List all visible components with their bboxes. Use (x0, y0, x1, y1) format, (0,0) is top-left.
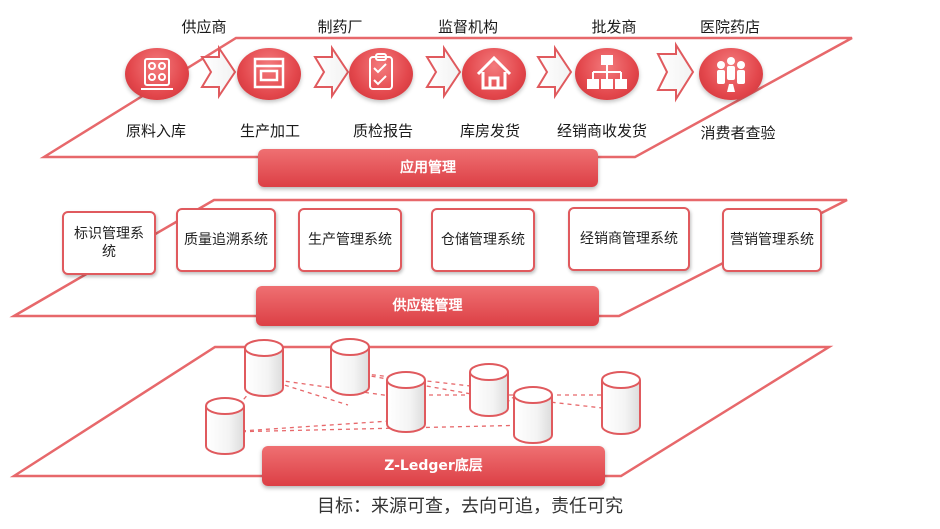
system-box: 营销管理系统 (722, 208, 822, 272)
system-box: 经销商管理系统 (568, 207, 690, 271)
supply-chain-management-bar: 供应链管理 (256, 286, 599, 326)
ledger-nodes (205, 338, 641, 455)
system-box: 生产管理系统 (298, 208, 402, 272)
stage-top-label: 批发商 (591, 18, 637, 36)
node-cylinder (386, 371, 426, 433)
arrow-5 (656, 41, 695, 103)
stage-top-label: 制药厂 (317, 18, 363, 36)
goal-caption: 目标：来源可查，去向可追，责任可究 (317, 496, 623, 517)
node-cylinder (205, 397, 245, 455)
flow-arrows (200, 41, 695, 103)
house-icon (462, 48, 526, 100)
node-cylinder (601, 371, 641, 435)
clipboard-check-icon (349, 48, 413, 100)
arrow-3 (425, 44, 462, 100)
stage-bottom-label: 生产加工 (239, 122, 301, 140)
warehouse-grid-icon (125, 48, 189, 100)
system-box: 仓储管理系统 (431, 208, 535, 272)
arrow-2 (313, 44, 350, 100)
stage-bottom-label: 原料入库 (125, 122, 187, 140)
stage-top-label: 供应商 (181, 18, 227, 36)
arrow-4 (536, 44, 573, 100)
application-management-bar: 应用管理 (258, 149, 598, 187)
stage-bottom-label: 经销商收发货 (556, 122, 648, 140)
node-cylinder (244, 339, 284, 397)
node-cylinder (469, 363, 509, 417)
stage-top-label: 医院药店 (699, 18, 761, 36)
ledger-network-lines (225, 371, 621, 433)
system-box: 质量追溯系统 (176, 208, 276, 272)
stage-bottom-label: 库房发货 (459, 122, 521, 140)
stage-bottom-label: 质检报告 (352, 122, 414, 140)
node-cylinder (330, 338, 370, 396)
people-group-icon (699, 48, 763, 100)
stage-bottom-label: 消费者查验 (700, 124, 776, 142)
system-box: 标识管理系统 (62, 211, 156, 275)
z-ledger-bar: Z-Ledger底层 (262, 446, 605, 486)
stage-top-label: 监督机构 (437, 18, 499, 36)
arrow-1 (200, 44, 237, 100)
node-cylinder (513, 386, 553, 444)
distribution-tree-icon (575, 48, 639, 100)
factory-panel-icon (237, 48, 301, 100)
